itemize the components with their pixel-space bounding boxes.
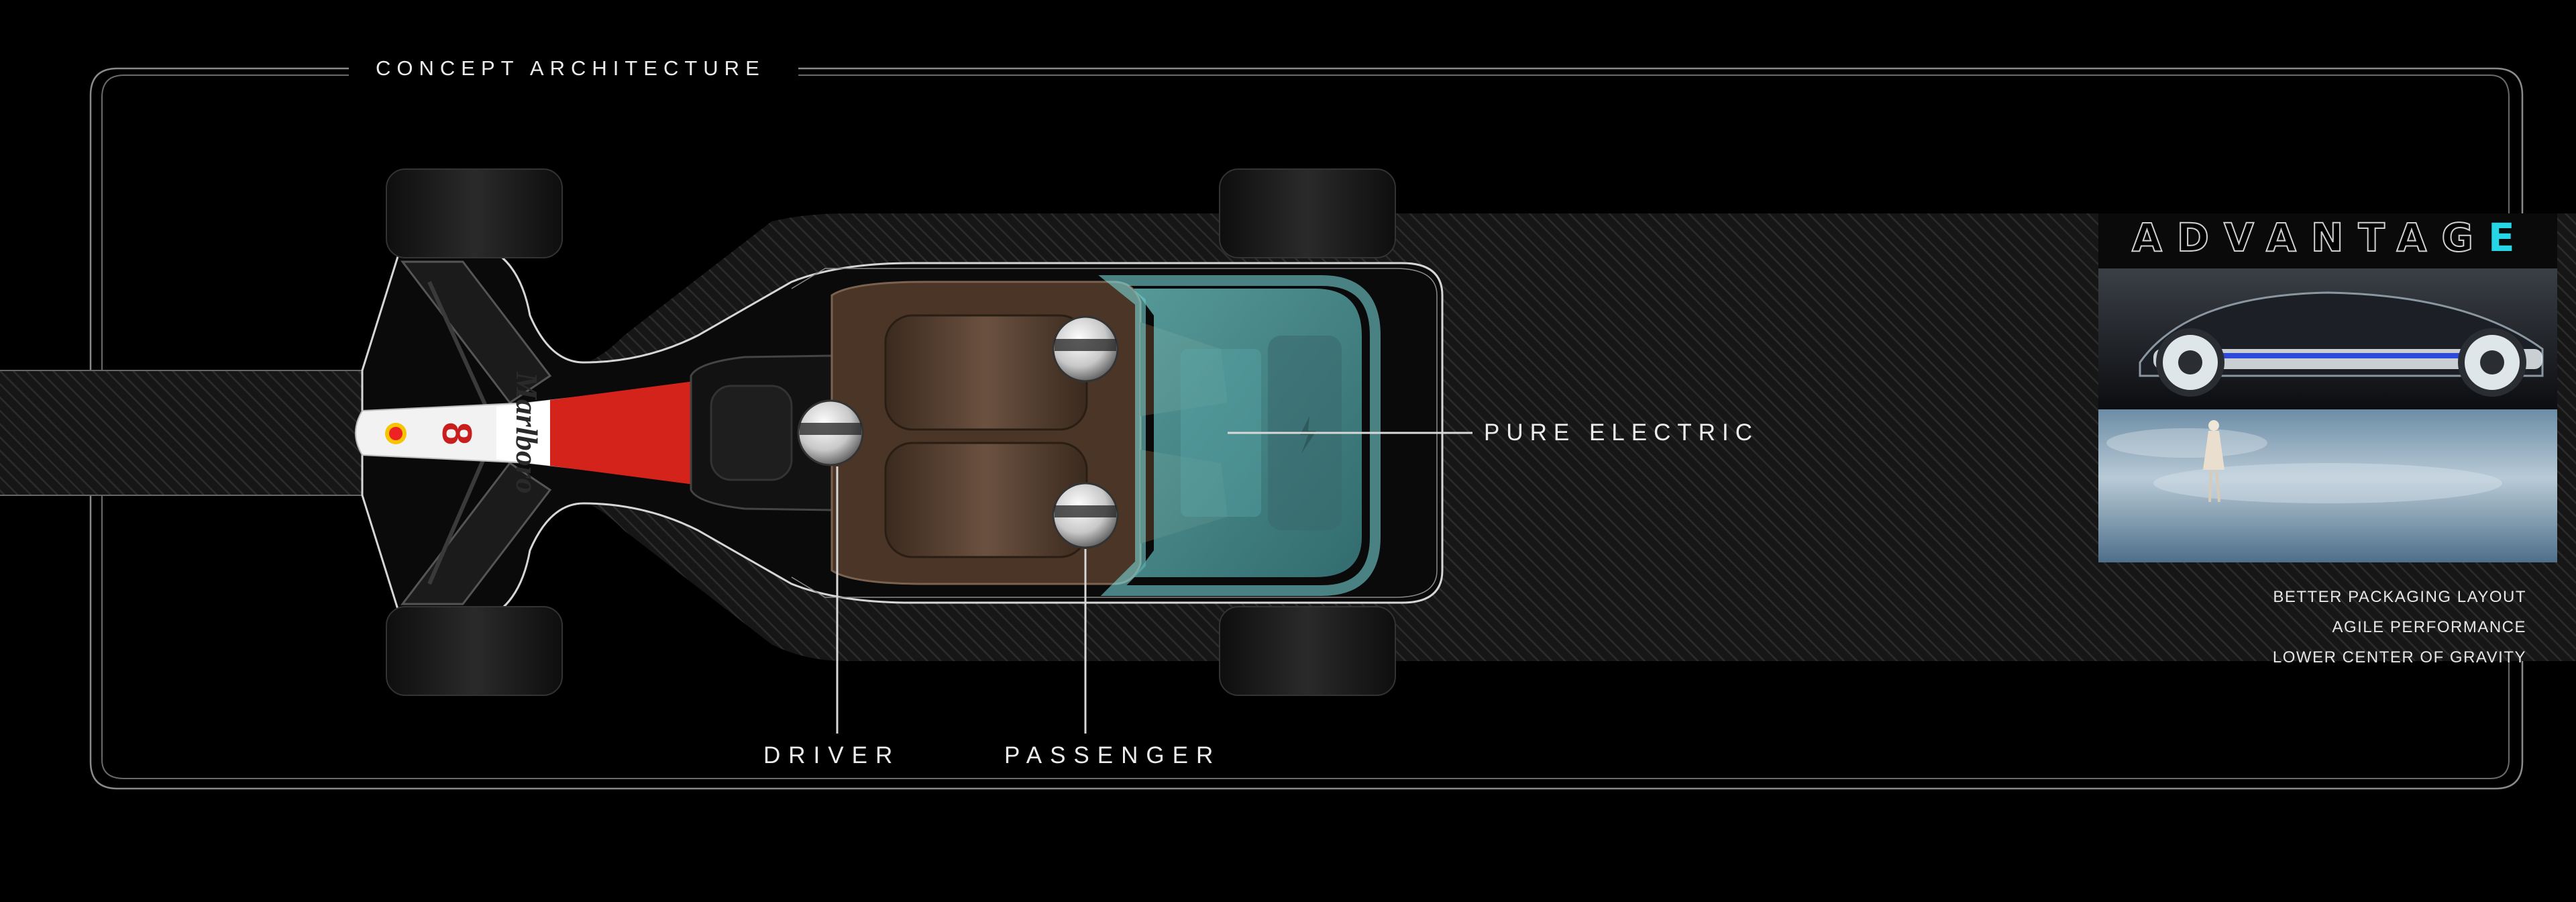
- car-number: 8: [433, 422, 480, 445]
- advantage-title: ADVANTAGE: [2132, 215, 2530, 260]
- advantage-title-accent: E: [2488, 215, 2530, 260]
- section-title: CONCEPT ARCHITECTURE: [368, 56, 773, 81]
- sponsor-text: Marlboro: [510, 371, 544, 493]
- benefit-item: LOWER CENTER OF GRAVITY: [2273, 648, 2526, 667]
- helmet-icon: [1053, 483, 1118, 548]
- passenger-label: PASSENGER: [1004, 742, 1221, 769]
- driver-label: DRIVER: [763, 742, 900, 769]
- benefit-item: AGILE PERFORMANCE: [2273, 618, 2526, 637]
- helmet-icon: [798, 401, 863, 465]
- advantage-panel: [2098, 213, 2557, 562]
- benefit-list: BETTER PACKAGING LAYOUT AGILE PERFORMANC…: [2273, 588, 2526, 679]
- pure-electric-label: PURE ELECTRIC: [1484, 419, 1759, 446]
- advantage-title-main: ADVANTAG: [2132, 215, 2488, 260]
- benefit-item: BETTER PACKAGING LAYOUT: [2273, 588, 2526, 607]
- shell-logo-icon: [385, 423, 407, 444]
- helmet-icon: [1053, 317, 1118, 381]
